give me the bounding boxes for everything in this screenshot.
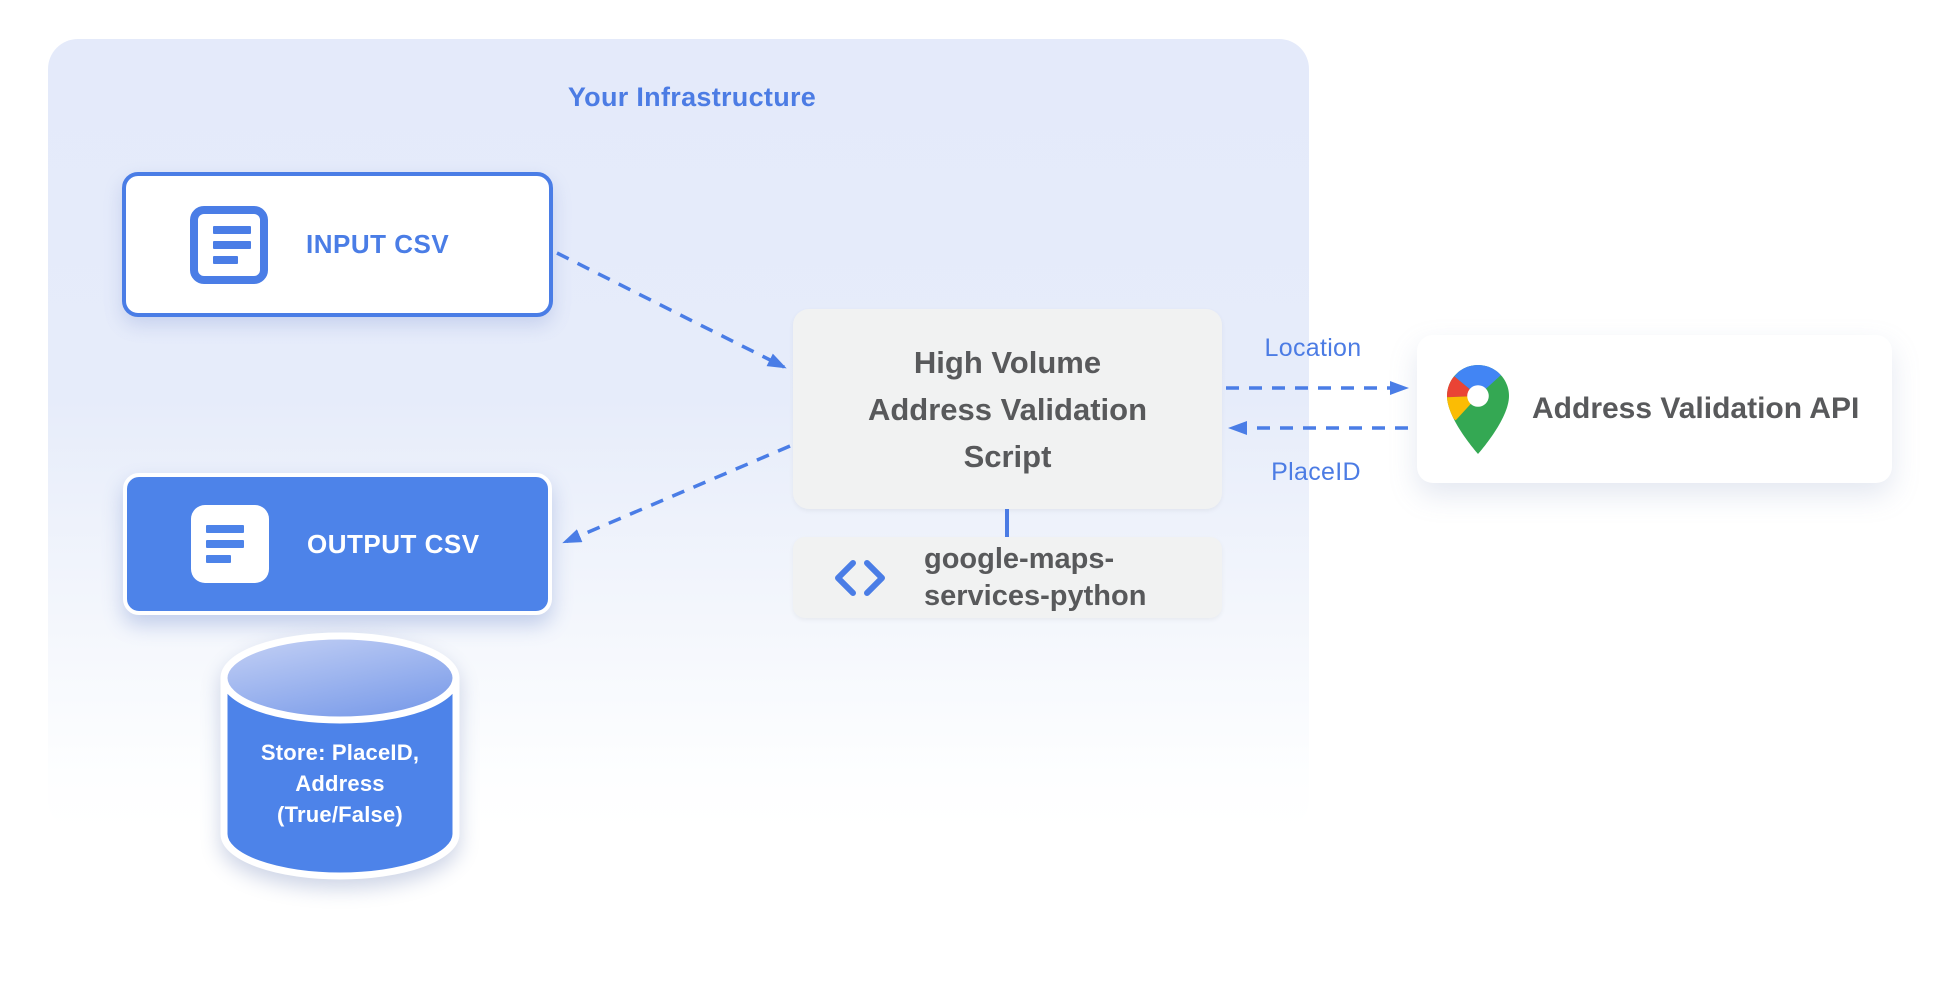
datastore-label: Store: PlaceID, Address (True/False) [260, 740, 420, 827]
placeid-edge-label: PlaceID [1271, 458, 1361, 486]
library-label: google-maps- services-python [924, 542, 1147, 612]
document-icon [190, 205, 268, 284]
database-cylinder-icon [212, 626, 468, 890]
output-csv-node: OUTPUT CSV [123, 473, 552, 615]
panel-title: Your Infrastructure [567, 82, 817, 112]
api-card: Address Validation API [1417, 335, 1892, 483]
input-csv-node: INPUT CSV [122, 172, 553, 317]
api-label: Address Validation API [1532, 392, 1860, 425]
output-csv-label: OUTPUT CSV [307, 528, 480, 559]
google-maps-pin-icon [1447, 364, 1509, 454]
script-node: High Volume Address Validation Script [793, 309, 1222, 509]
input-csv-label: INPUT CSV [306, 229, 450, 259]
script-library-connector [1005, 509, 1009, 537]
library-node: google-maps- services-python [793, 537, 1222, 618]
document-icon [191, 505, 269, 583]
code-icon [835, 559, 885, 596]
location-edge-label: Location [1264, 334, 1362, 362]
